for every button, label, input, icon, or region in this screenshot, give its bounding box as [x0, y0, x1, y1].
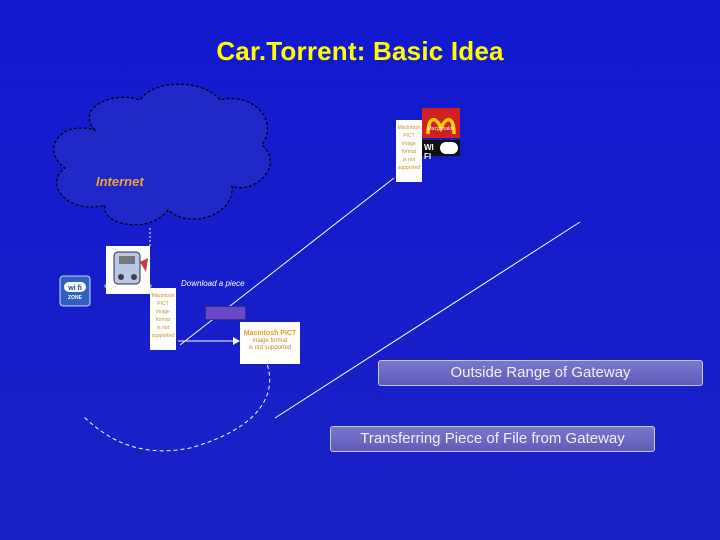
car-pict-line3: is not supported — [151, 325, 175, 339]
wifi-zone-icon: wi fi — [59, 275, 91, 307]
gateway-pict-image: Macintosh PICT image format is not suppo… — [396, 120, 422, 182]
transfer-arrow-head — [233, 337, 240, 345]
gateway-brand-text: Macgonalds — [427, 126, 455, 132]
gateway-pict-line3: is not supported — [397, 157, 421, 171]
range-line-lower — [274, 221, 581, 419]
slide-title: Car.Torrent: Basic Idea — [216, 36, 504, 66]
gateway-pict-line1: Macintosh PICT — [397, 125, 421, 139]
received-pict-line1: Macintosh PICT — [243, 330, 297, 337]
gateway-wifi-text: WI FI — [424, 143, 434, 161]
file-piece — [205, 306, 246, 320]
svg-text:wi fi: wi fi — [67, 285, 82, 292]
received-pict-line2: image format — [252, 338, 288, 344]
car-path-curve — [82, 351, 271, 452]
outside-range-box: Outside Range of Gateway — [378, 360, 703, 386]
car-pict-line1: Macintosh PICT — [151, 293, 175, 307]
transferring-piece-box: Transferring Piece of File from Gateway — [330, 426, 655, 452]
internet-cloud — [53, 83, 271, 226]
car-pict-image: Macintosh PICT image format is not suppo… — [150, 288, 176, 350]
internet-label: Internet — [96, 174, 144, 189]
wifi-zone-text: ZONE — [68, 295, 82, 301]
download-piece-label: Download a piece — [181, 279, 245, 288]
received-pict-image: Macintosh PICT image format is not suppo… — [240, 322, 300, 364]
car-icon — [104, 246, 152, 294]
gateway-logo — [422, 108, 460, 156]
gateway-pict-line2: image format — [401, 141, 417, 155]
received-pict-line3: is not supported — [248, 345, 292, 351]
car-pict-line2: image format — [155, 309, 171, 323]
